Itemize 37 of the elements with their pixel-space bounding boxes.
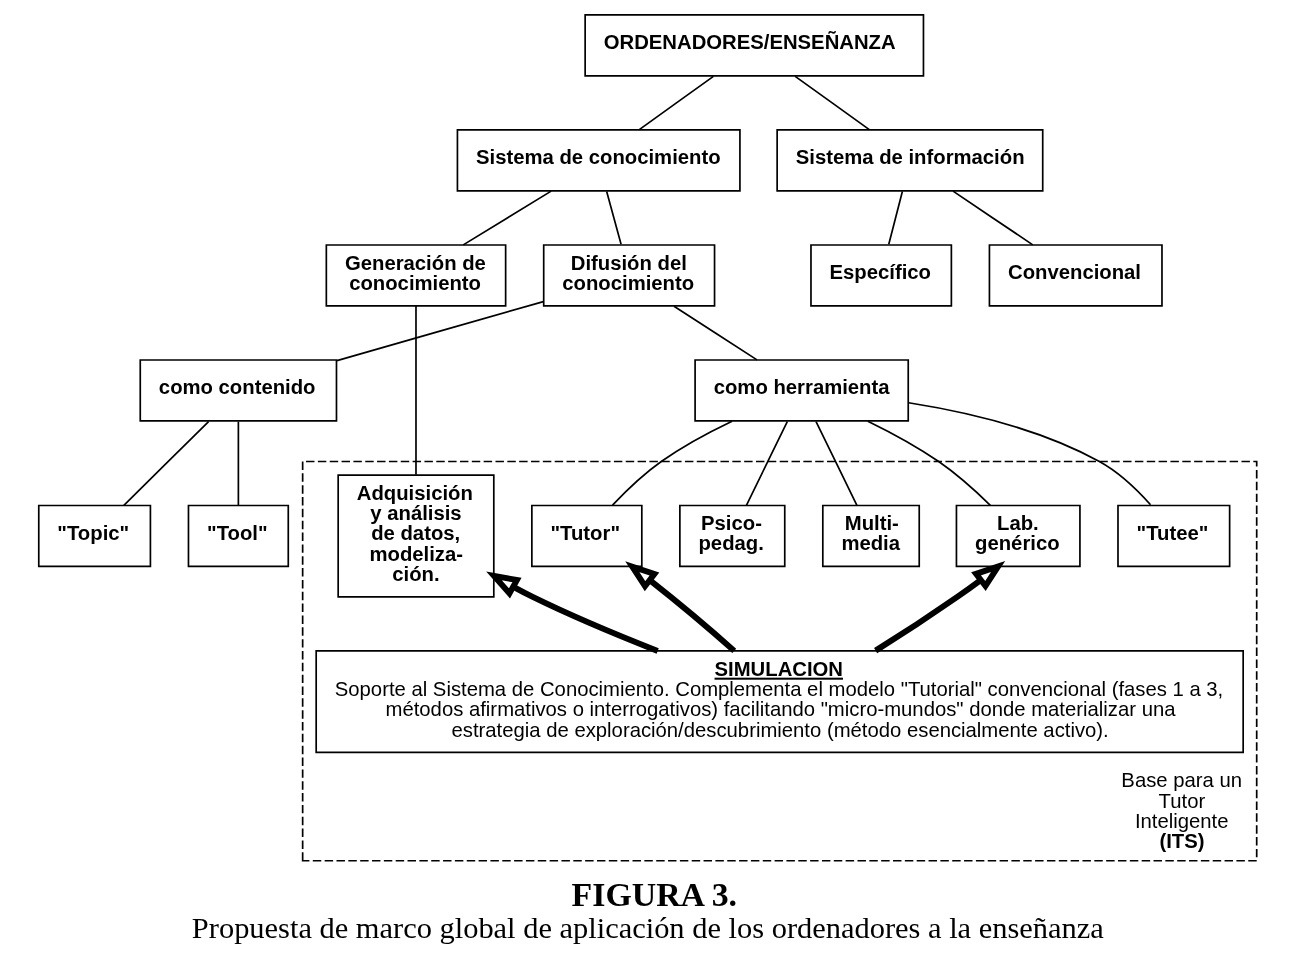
node-box: "Tutee" xyxy=(1117,504,1231,568)
node-box: como herramienta xyxy=(694,359,910,422)
node-box: "Tool" xyxy=(187,504,290,568)
connector xyxy=(605,190,622,246)
node-box: SIMULACION Soporte al Sistema de Conocimiento. Complementa el modelo "Tutorial" convencional (fases 1 a 3, métodos afirmativos o interrogativos) facilitando "micro-mundos" donde materializar una estrategia de exploración/descubrimiento (método esencialmente activo). xyxy=(315,650,1244,754)
connector xyxy=(336,300,545,362)
connector xyxy=(815,420,858,507)
node-box: ORDENADORES/ENSEÑANZA xyxy=(584,14,925,77)
node-box: Sistema de información xyxy=(776,129,1044,192)
connector xyxy=(952,190,1034,246)
connector xyxy=(867,420,992,507)
connector xyxy=(638,75,715,131)
connector xyxy=(907,401,1152,506)
node-box: Adquisición y análisis de datos, modeliza- ción. xyxy=(337,474,495,598)
connector xyxy=(462,190,552,246)
arrow xyxy=(625,561,737,654)
node-box: "Tutor" xyxy=(531,504,643,568)
connector xyxy=(415,305,417,476)
node-box: Convencional xyxy=(988,244,1163,307)
arrow xyxy=(874,560,1006,654)
node-box: como contenido xyxy=(139,359,338,422)
connector xyxy=(123,420,210,507)
connector xyxy=(887,190,904,246)
node-box: "Topic" xyxy=(37,504,152,568)
arrow xyxy=(486,571,659,654)
node-box: Específico xyxy=(810,244,953,307)
node-box: Sistema de conocimiento xyxy=(456,129,741,192)
node-box: Difusión del conocimiento xyxy=(542,244,716,307)
connector xyxy=(673,305,758,361)
node-box: Multi- media xyxy=(821,504,921,568)
node-box: Generación de conocimiento xyxy=(325,244,507,307)
connector xyxy=(237,420,240,507)
node-box: Psico- pedag. xyxy=(679,504,786,568)
node-box: Lab. genérico xyxy=(955,504,1081,568)
connector xyxy=(611,420,733,506)
connector xyxy=(745,420,789,507)
connector xyxy=(794,75,871,131)
